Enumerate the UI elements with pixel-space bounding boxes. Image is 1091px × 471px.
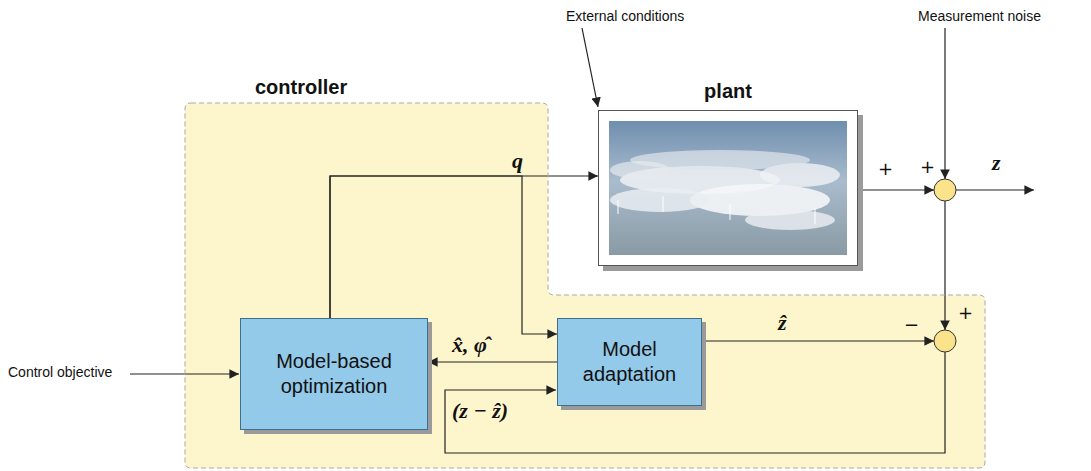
process-box: Model-based optimization (240, 318, 428, 430)
signal-name: (z − ẑ) (452, 398, 508, 424)
sign-symbol: + (920, 156, 935, 177)
controller-fill (185, 103, 985, 468)
region-heading: controller (255, 76, 347, 99)
input-label: External conditions (566, 8, 684, 24)
signal-connector (330, 176, 598, 318)
signal-name: q (512, 148, 523, 174)
sign-symbol: − (904, 314, 919, 335)
plant-frame (598, 110, 858, 266)
signal-wires (130, 28, 1034, 453)
signal-connector (428, 361, 557, 362)
signal-connector (330, 176, 557, 334)
input-label: Control objective (8, 364, 112, 380)
sign-symbol: + (958, 302, 973, 323)
sign-symbol: + (878, 158, 893, 179)
box-label: Model-based optimization (252, 349, 416, 399)
summing-junction (934, 330, 956, 352)
summing-junction (934, 179, 956, 201)
controller-region: controllerModel-based optimization Model … (185, 70, 985, 470)
signal-name: z (992, 150, 1001, 176)
box-label: Model adaptation (569, 337, 690, 387)
signal-name: ẑ (778, 310, 787, 336)
box-heading: plant (598, 80, 858, 103)
signal-name: x̂, φ̂ (452, 332, 487, 358)
plant-photo (598, 110, 858, 266)
input-label: Measurement noise (918, 8, 1041, 24)
process-box: Model adaptation (557, 318, 702, 406)
plant-box: plant (598, 80, 858, 266)
